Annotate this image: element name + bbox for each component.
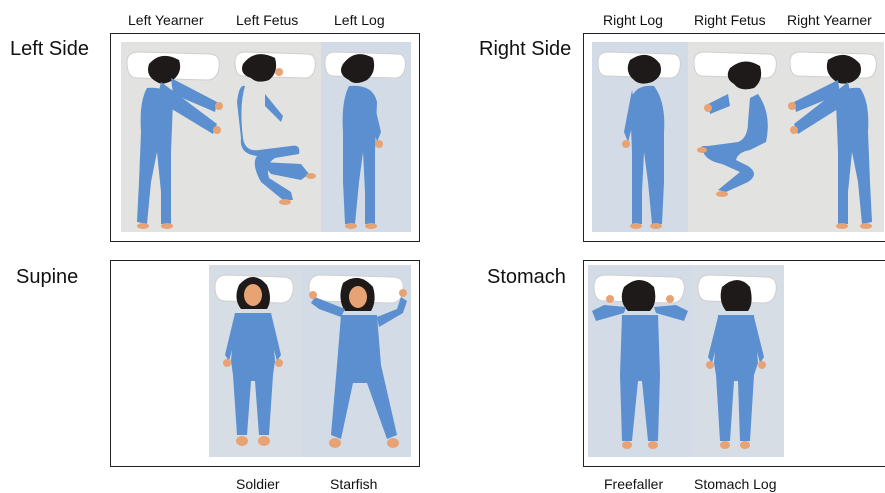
group-label-right-side: Right Side [479, 38, 571, 61]
pose-label-left-yearner: Left Yearner [128, 12, 204, 28]
pose-label-right-fetus: Right Fetus [694, 12, 766, 28]
bed-right-log [592, 42, 688, 232]
panel-supine [110, 260, 420, 467]
pose-label-freefaller: Freefaller [604, 476, 663, 492]
pose-label-soldier: Soldier [236, 476, 280, 492]
bed-soldier [209, 265, 301, 457]
bed-left-log [321, 42, 411, 232]
pose-label-left-log: Left Log [334, 12, 385, 28]
bed-stomach-log [692, 265, 784, 457]
pose-label-right-log: Right Log [603, 12, 663, 28]
pose-label-right-yearner: Right Yearner [787, 12, 872, 28]
pose-label-stomach-log: Stomach Log [694, 476, 777, 492]
bed-right-fetus [688, 42, 784, 232]
bed-right-yearner [784, 42, 884, 232]
bed-left-fetus [231, 42, 321, 232]
bed-left-yearner [121, 42, 231, 232]
group-label-left-side: Left Side [10, 38, 89, 61]
panel-left-side [110, 33, 420, 242]
group-label-stomach: Stomach [487, 266, 566, 289]
panel-right-side [583, 33, 885, 242]
bed-freefaller [588, 265, 692, 457]
pose-label-left-fetus: Left Fetus [236, 12, 298, 28]
pose-label-starfish: Starfish [330, 476, 377, 492]
group-label-supine: Supine [16, 266, 78, 289]
bed-starfish [301, 265, 411, 457]
panel-stomach [583, 260, 885, 467]
